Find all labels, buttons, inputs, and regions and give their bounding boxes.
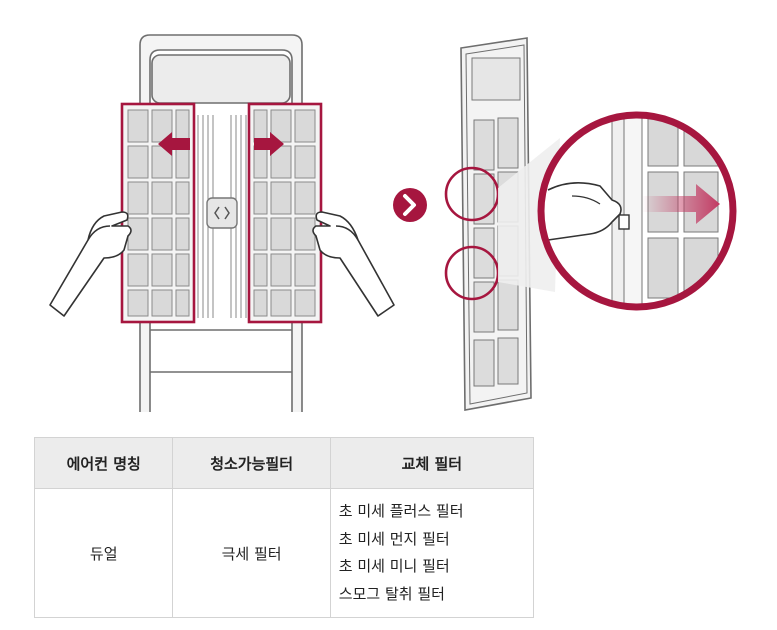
cell-replacement-filters: 초 미세 플러스 필터 초 미세 먼지 필터 초 미세 미니 필터 스모그 탈취… <box>329 488 535 618</box>
list-item: 초 미세 미니 필터 <box>338 557 450 575</box>
header-cleanable-filter: 청소가능필터 <box>172 437 331 489</box>
left-arrow-icon <box>158 132 190 156</box>
cell-cleanable-filter: 극세 필터 <box>172 488 331 618</box>
right-arrow-icon <box>254 132 284 156</box>
list-item: 초 미세 먼지 필터 <box>338 529 450 548</box>
list-item: 초 미세 플러스 필터 <box>338 502 464 520</box>
replacement-filter-list: 초 미세 플러스 필터 초 미세 먼지 필터 초 미세 미니 필터 스모그 탈취… <box>331 498 533 608</box>
right-filter <box>247 102 323 324</box>
list-item: 스모그 탈취 필터 <box>338 584 445 603</box>
table-row: 듀얼 극세 필터 초 미세 플러스 필터 초 미세 먼지 필터 초 미세 미니 … <box>33 488 535 618</box>
left-hand <box>49 211 132 317</box>
left-filter <box>120 102 196 324</box>
slide-out-arrow-icon <box>642 184 720 224</box>
right-hand <box>312 211 395 317</box>
filter-removal-illustration <box>49 34 737 412</box>
center-knob <box>206 197 238 229</box>
filter-spec-table: 에어컨 명칭 청소가능필터 교체 필터 듀얼 극세 필터 초 미세 플러스 필터… <box>33 437 535 618</box>
header-aircon-name: 에어컨 명칭 <box>33 437 174 489</box>
magnifier-circle <box>537 111 737 311</box>
header-replacement-filter: 교체 필터 <box>329 437 535 489</box>
next-step-chevron-icon <box>393 188 427 222</box>
table-header-row: 에어컨 명칭 청소가능필터 교체 필터 <box>33 437 535 489</box>
cell-aircon-name: 듀얼 <box>33 488 174 618</box>
